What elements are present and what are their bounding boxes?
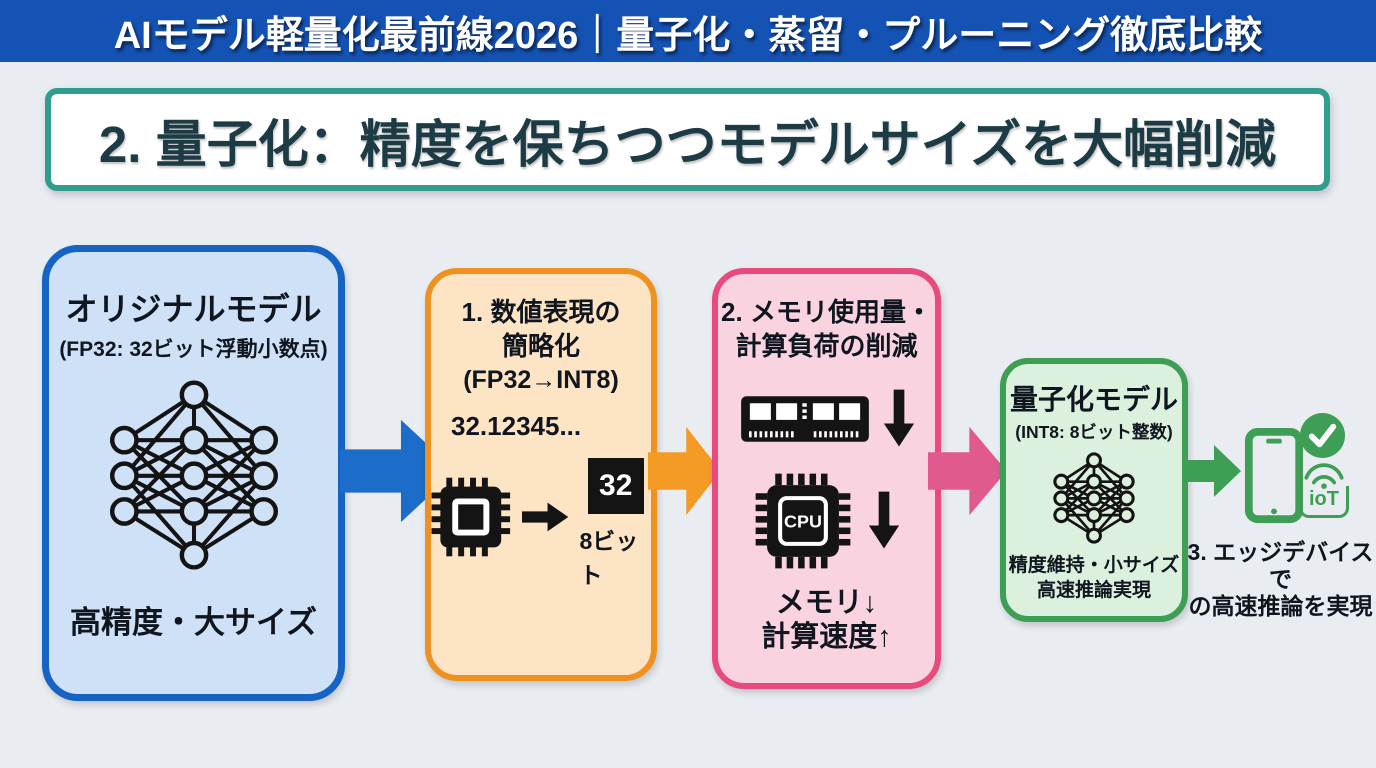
neural-network-icon [1053, 452, 1135, 544]
original-model-box: オリジナルモデル (FP32: 32ビット浮動小数点) 高精度・大サイズ [42, 245, 345, 701]
step1-subtitle: (FP32→INT8) [463, 365, 619, 394]
section-title: 2. 量子化：精度を保ちつつモデルサイズを大幅削減 [98, 115, 1277, 173]
flow-arrow-pink-icon [928, 426, 1007, 516]
int8-value-square: 32 [587, 457, 644, 514]
step2-box: 2. メモリ使用量・ 計算負荷の削減 [712, 268, 941, 689]
memory-reduction-row [739, 388, 915, 450]
quantized-model-title: 量子化モデル [1009, 384, 1178, 415]
quantization-illustration: 32 8ビット [430, 444, 652, 590]
right-arrow-icon [521, 502, 568, 531]
microchip-icon [431, 477, 511, 556]
header-bar: AIモデル軽量化最前線2026｜量子化・蒸留・プルーニング徹底比較 [0, 0, 1376, 62]
quantized-model-result: 精度維持・小サイズ 高速推論実現 [1008, 555, 1180, 601]
original-model-caption: 高精度・大サイズ [69, 605, 318, 640]
edge-device-caption: 3. エッジデバイスで の高速推論を実現 [1187, 539, 1374, 620]
iot-badge: ioT [1299, 486, 1349, 518]
quantized-model-box: 量子化モデル (INT8: 8ビット整数) 精度維持・小サイズ 高速推論実現 [1000, 358, 1188, 622]
header-title: AIモデル軽量化最前線2026｜量子化・蒸留・プルーニング徹底比較 [113, 14, 1263, 57]
neural-network-icon [109, 380, 278, 570]
cpu-icon: CPU [755, 473, 850, 568]
float-value: 32.12345... [451, 410, 582, 441]
step1-box: 1. 数値表現の 簡略化 (FP32→INT8) 32.12345... 32 … [425, 268, 657, 681]
original-model-title: オリジナルモデル [65, 291, 322, 327]
flow-arrow-green-icon [1184, 445, 1242, 497]
step2-title: 2. メモリ使用量・ 計算負荷の削減 [721, 297, 932, 361]
smartphone-icon [1244, 428, 1304, 523]
down-arrow-icon [868, 491, 899, 549]
quantized-model-subtitle: (INT8: 8ビット整数) [1015, 422, 1173, 442]
flow-arrow-orange-icon [648, 426, 721, 516]
step2-result: メモリ↓ 計算速度↑ [761, 586, 892, 654]
step1-title: 1. 数値表現の 簡略化 [461, 297, 621, 361]
compute-reduction-row: CPU [754, 472, 900, 570]
wifi-icon [1304, 463, 1344, 489]
original-model-subtitle: (FP32: 32ビット浮動小数点) [59, 338, 328, 361]
down-arrow-icon [883, 389, 914, 447]
bit-label: 8ビット [579, 527, 639, 588]
cpu-label: CPU [784, 511, 822, 531]
ram-icon [740, 395, 869, 442]
section-title-box: 2. 量子化：精度を保ちつつモデルサイズを大幅削減 [45, 88, 1330, 191]
int8-result: 32 8ビット [579, 457, 652, 590]
iot-label: ioT [1309, 488, 1339, 510]
check-circle-icon [1299, 412, 1346, 459]
